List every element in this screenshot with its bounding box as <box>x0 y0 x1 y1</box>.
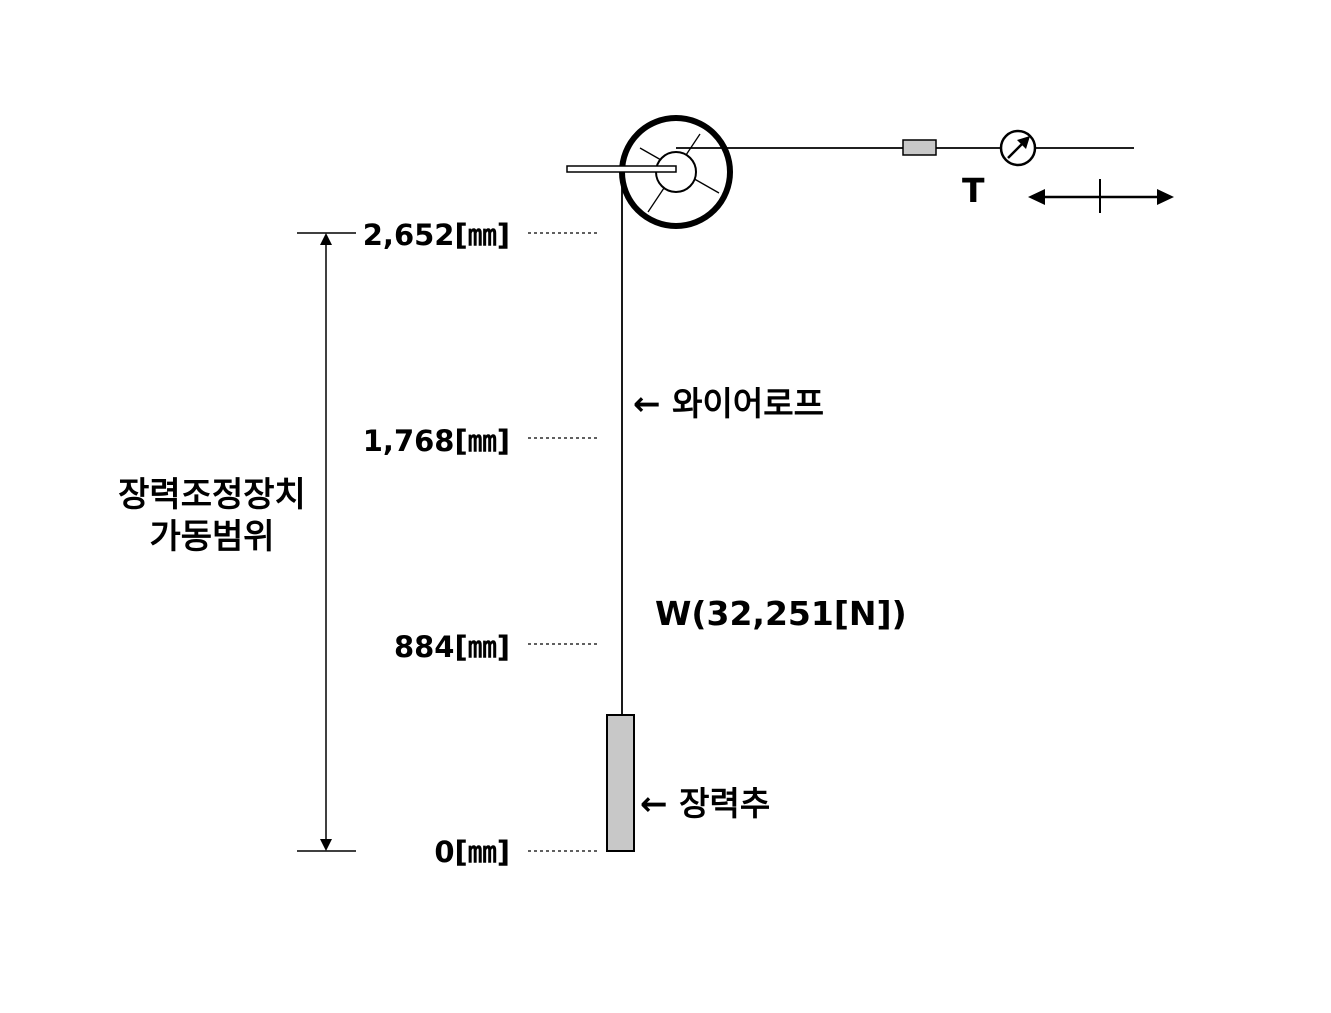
range-label-line2: 가동범위 <box>149 517 274 557</box>
tension-label: T <box>962 171 985 210</box>
pulley <box>566 115 733 229</box>
weight-value-label: W(32,251[N]) <box>655 594 907 633</box>
tension-gauge-icon <box>999 129 1037 167</box>
wire-rope-label: ← 와이어로프 <box>633 384 824 423</box>
level-label-1768: 1,768[㎜] <box>363 424 510 458</box>
wire-connector <box>902 139 937 156</box>
range-dimension <box>297 232 356 852</box>
arrow-left-icon <box>1028 189 1045 205</box>
tension-weight <box>606 714 635 852</box>
range-arrow-up-icon <box>320 233 332 245</box>
pulley-axle-bracket <box>566 165 677 173</box>
level-label-884: 884[㎜] <box>394 630 510 664</box>
arrow-right-icon <box>1157 189 1174 205</box>
level-label-0: 0[㎜] <box>434 835 510 869</box>
level-label-2652: 2,652[㎜] <box>363 218 510 252</box>
range-label-line1: 장력조정장치 <box>118 475 306 515</box>
range-arrow-down-icon <box>320 839 332 851</box>
tension-weight-label: ← 장력추 <box>640 784 770 823</box>
adjustment-direction-arrow <box>1028 179 1174 213</box>
level-dotted-lines <box>528 232 598 852</box>
